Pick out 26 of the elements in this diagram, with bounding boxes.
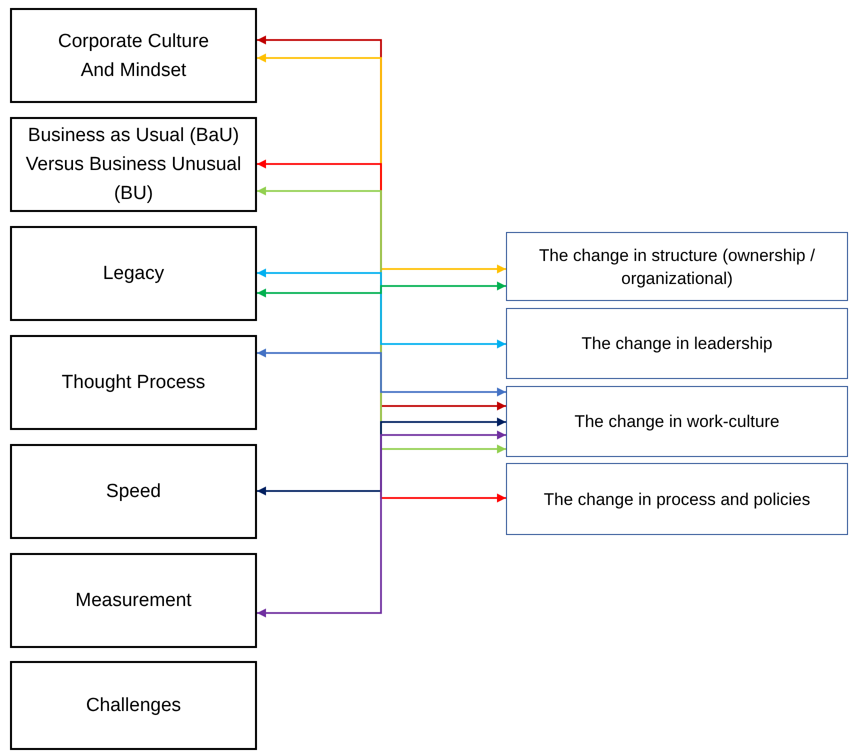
box-label: Corporate Culture And Mindset [56, 30, 210, 82]
box-label: Business as Usual (BaU) Versus Business Unusual (BU) [24, 124, 242, 206]
box-label: Measurement [75, 589, 192, 613]
text-box [506, 463, 848, 535]
connector-arrow [257, 282, 506, 298]
text-box [10, 553, 257, 648]
text-box [10, 226, 257, 321]
connector-arrow [257, 430, 506, 618]
text-box [10, 444, 257, 539]
box-label: The change in structure (ownership / organizational) [538, 244, 816, 290]
box-label: The change in work-culture [574, 411, 780, 433]
text-box [506, 232, 848, 301]
text-box [506, 386, 848, 457]
text-box [10, 335, 257, 430]
text-box [10, 117, 257, 212]
box-label: The change in leadership [582, 333, 772, 355]
box-label: Legacy [102, 262, 164, 286]
connector-arrow [257, 348, 506, 396]
text-box [506, 308, 848, 379]
box-label: Speed [106, 480, 161, 504]
box-label: Thought Process [62, 371, 206, 395]
box-label: The change in process and policies [544, 488, 810, 510]
connector-arrow [257, 268, 506, 348]
box-label: Challenges [86, 694, 182, 718]
text-box [10, 661, 257, 750]
text-box [10, 8, 257, 103]
